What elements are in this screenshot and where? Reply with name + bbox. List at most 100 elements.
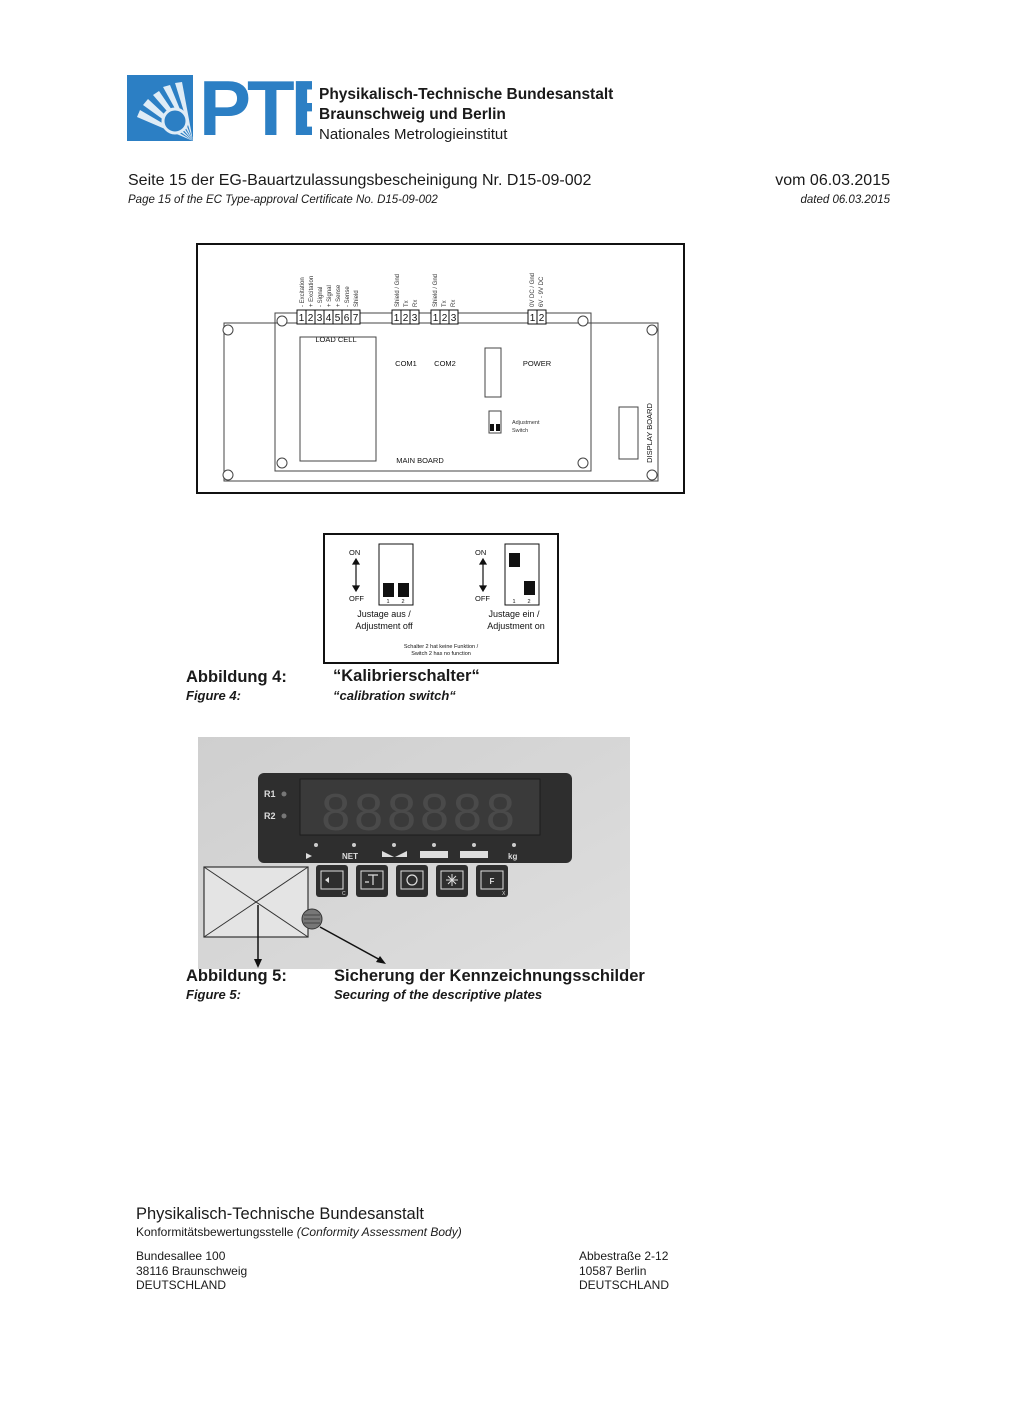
legend-bar	[420, 851, 448, 858]
terminal-label: Shield / Gnd	[433, 274, 439, 307]
mount-hole	[222, 469, 234, 481]
display-digits: 888888	[321, 784, 519, 842]
legend-led	[392, 843, 396, 847]
mount-hole	[276, 457, 288, 469]
switch-number: 2	[401, 599, 404, 605]
address-line: Abbestraße 2-12	[579, 1249, 669, 1263]
org-location: Braunschweig und Berlin	[319, 106, 506, 123]
terminal-label: 0V DC / Gnd	[530, 273, 536, 307]
date-de: vom 06.03.2015	[775, 172, 890, 189]
terminal-number: 1	[530, 313, 536, 324]
keypad: C F X	[316, 865, 508, 897]
adjustment-off-caption: Justage aus /	[357, 609, 411, 619]
tare-key-icon	[365, 874, 378, 885]
indicator-led	[281, 813, 287, 819]
indicator-led	[281, 791, 287, 797]
page-reference-de: Seite 15 der EG-Bauartzulassungsbeschein…	[128, 172, 592, 189]
terminal-number: 3	[317, 313, 323, 324]
zero-legend-icon	[306, 853, 312, 859]
terminal-label: - Sense	[345, 286, 351, 307]
figure-5-title-de: Sicherung der Kennzeichnungsschilder	[334, 967, 645, 985]
component-outline	[484, 347, 502, 398]
terminal-label: 6V - 9V DC	[539, 276, 545, 307]
address-line: Bundesallee 100	[136, 1249, 226, 1263]
mount-hole	[222, 324, 234, 336]
mount-hole	[577, 315, 589, 327]
terminal-cell	[409, 309, 420, 325]
terminal-label: Rx	[413, 300, 419, 307]
legend-led	[512, 843, 516, 847]
switch-number: 1	[512, 599, 515, 605]
switch-lever	[490, 424, 494, 431]
on-label: ON	[349, 548, 360, 557]
terminal-number: 5	[335, 313, 341, 324]
switch-note: Schalter 2 hat keine Funktion /	[404, 644, 479, 650]
ptb-logo: PTB	[127, 75, 312, 141]
logo-text: PTB	[199, 75, 312, 141]
figure-5-label-de: Abbildung 5:	[186, 967, 287, 985]
kg-legend: kg	[508, 852, 517, 861]
power-label: POWER	[523, 359, 552, 368]
switch-number: 2	[527, 599, 530, 605]
mount-hole	[646, 469, 658, 481]
terminal-label: + Excitation	[309, 276, 315, 307]
print-key-icon	[406, 874, 418, 886]
terminal-number: 3	[451, 313, 457, 324]
switch-lever	[383, 583, 394, 597]
arrow-head	[376, 956, 386, 964]
switch-note: Switch 2 has no function	[411, 651, 471, 657]
stable-legend-icon	[395, 851, 407, 857]
key-sub-x: X	[502, 891, 506, 897]
figure-5-label-en: Figure 5:	[186, 987, 241, 1002]
footer-body: Konformitätsbewertungsstelle (Conformity…	[136, 1225, 462, 1239]
address-berlin: Abbestraße 2-12 10587 Berlin DEUTSCHLAND	[579, 1249, 669, 1293]
figure-4-label-en: Figure 4:	[186, 688, 241, 703]
terminal-cell	[350, 309, 361, 325]
com1-label: COM1	[395, 359, 417, 368]
mount-hole	[577, 457, 589, 469]
terminal-number: 4	[326, 313, 332, 324]
stable-legend-icon	[382, 851, 394, 857]
terminal-cell	[536, 309, 547, 325]
terminal-label: + Signal	[327, 285, 333, 307]
switch-detail-diagram: ON OFF ON OFF 1 2 1 2 Justage aus / Adju…	[323, 533, 559, 664]
adjustment-label: Switch	[512, 428, 528, 434]
switch-lever	[398, 583, 409, 597]
address-line: 38116 Braunschweig	[136, 1263, 248, 1278]
org-name: Physikalisch-Technische Bundesanstalt	[319, 86, 614, 103]
terminal-label: Rx	[451, 300, 457, 307]
terminal-number: 6	[344, 313, 350, 324]
adjustment-on-caption: Justage ein /	[488, 609, 540, 619]
terminal-number: 3	[412, 313, 418, 324]
footer-body-de: Konformitätsbewertungsstelle	[136, 1225, 294, 1239]
indicator-photo: R1 R2 888888 NET kg C F	[198, 737, 630, 969]
terminal-number: 2	[308, 313, 314, 324]
plate-cross	[203, 866, 309, 938]
zero-key-icon	[325, 877, 329, 883]
com2-label: COM2	[434, 359, 456, 368]
figure-4-title-de: “Kalibrierschalter“	[333, 667, 480, 685]
legend-led	[472, 843, 476, 847]
key-sub-c: C	[342, 891, 346, 897]
terminal-number: 1	[299, 313, 305, 324]
terminal-label: + Sense	[336, 284, 342, 307]
org-subtitle: Nationales Metrologieinstitut	[319, 126, 508, 143]
indicator-label-r2: R2	[264, 811, 276, 821]
terminal-number: 1	[394, 313, 400, 324]
address-line: DEUTSCHLAND	[136, 1278, 227, 1292]
off-label: OFF	[475, 594, 490, 603]
address-line: DEUTSCHLAND	[579, 1278, 670, 1292]
off-label: OFF	[349, 594, 364, 603]
legend-bar	[460, 851, 488, 858]
terminal-number: 2	[442, 313, 448, 324]
address-line: 10587 Berlin	[579, 1263, 647, 1278]
asterisk-key-icon	[446, 874, 458, 886]
switch-lever	[496, 424, 500, 431]
display-board-label: DISPLAY BOARD	[645, 403, 654, 463]
indicator-label-r1: R1	[264, 789, 276, 799]
terminal-label: Shield	[354, 290, 360, 307]
seal-arrow	[319, 926, 383, 962]
figure-4-label-de: Abbildung 4:	[186, 668, 287, 686]
legend-led	[314, 843, 318, 847]
terminal-number: 2	[403, 313, 409, 324]
